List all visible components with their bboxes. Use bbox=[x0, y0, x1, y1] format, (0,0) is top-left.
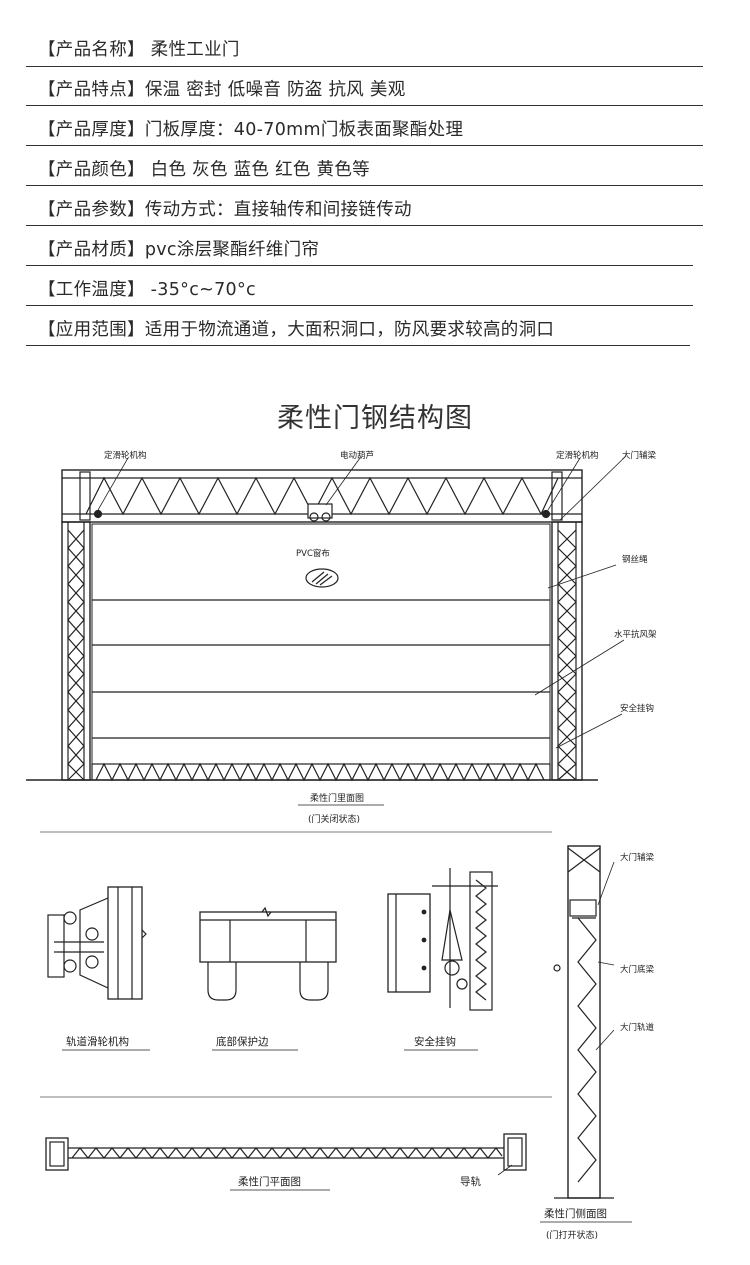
front-elevation bbox=[26, 455, 627, 782]
spec-divider bbox=[26, 345, 690, 346]
caption-track-pulley: 轨道滑轮机构 bbox=[66, 1035, 129, 1048]
spec-value: 门板厚度：40-70mm门板表面聚酯处理 bbox=[144, 120, 464, 140]
side-elevation bbox=[553, 845, 615, 1199]
spec-divider bbox=[26, 265, 693, 266]
spec-divider bbox=[26, 145, 703, 146]
label-pulley-left: 定滑轮机构 bbox=[104, 450, 147, 461]
label-wire-rope: 钢丝绳 bbox=[622, 554, 648, 565]
caption-safety-hook: 安全挂钩 bbox=[414, 1035, 456, 1048]
label-curtain: PVC窗布 bbox=[296, 548, 330, 559]
spec-key: 【应用范围】 bbox=[38, 320, 145, 340]
label-hoist: 电动葫芦 bbox=[340, 450, 374, 461]
spec-row-material: 【产品材质】pvc涂层聚酯纤维门帘 bbox=[38, 236, 319, 261]
spec-divider bbox=[26, 185, 703, 186]
detail-safety-hook bbox=[387, 868, 498, 1011]
detail-bottom-edge bbox=[199, 906, 337, 1001]
label-main-beam: 大门辅梁 bbox=[622, 450, 657, 461]
detail-track-pulley bbox=[47, 886, 147, 1000]
spec-row-thickness: 【产品厚度】门板厚度：40-70mm门板表面聚酯处理 bbox=[38, 116, 463, 141]
spec-value: 白色 灰色 蓝色 红色 黄色等 bbox=[144, 160, 370, 180]
label-pulley-right: 定滑轮机构 bbox=[556, 450, 599, 461]
spec-value: pvc涂层聚酯纤维门帘 bbox=[144, 240, 320, 260]
label-guide-rail: 导轨 bbox=[460, 1175, 481, 1188]
label-aux-beam: 大门辅梁 bbox=[620, 852, 655, 863]
spec-key: 【工作温度】 bbox=[38, 280, 145, 300]
spec-row-temperature: 【工作温度】 -35°c~70°c bbox=[38, 276, 256, 301]
diagram-title: 柔性门钢结构图 bbox=[277, 403, 473, 434]
spec-key: 【产品名称】 bbox=[38, 40, 145, 60]
label-wind-frame: 水平抗风架 bbox=[614, 629, 657, 640]
caption-front-state: (门关闭状态) bbox=[308, 813, 360, 825]
spec-key: 【产品厚度】 bbox=[38, 120, 145, 140]
caption-plan: 柔性门平面图 bbox=[238, 1175, 301, 1188]
spec-key: 【产品颜色】 bbox=[38, 160, 145, 180]
spec-key: 【产品特点】 bbox=[38, 80, 145, 100]
spec-row-name: 【产品名称】 柔性工业门 bbox=[38, 36, 240, 61]
spec-divider bbox=[26, 105, 703, 106]
caption-bottom-edge: 底部保护边 bbox=[216, 1035, 269, 1048]
spec-value: 传动方式：直接轴传和间接链传动 bbox=[144, 200, 412, 220]
spec-row-features: 【产品特点】保温 密封 低噪音 防盗 抗风 美观 bbox=[38, 76, 406, 101]
spec-key: 【产品参数】 bbox=[38, 200, 145, 220]
spec-value: 适用于物流通道，大面积洞口，防风要求较高的洞口 bbox=[144, 320, 555, 340]
caption-side: 柔性门侧面图 bbox=[544, 1207, 607, 1220]
spec-value: -35°c~70°c bbox=[144, 280, 256, 300]
label-safety-hook: 安全挂钩 bbox=[620, 703, 654, 714]
spec-divider bbox=[26, 305, 693, 306]
caption-front: 柔性门里面图 bbox=[310, 792, 364, 804]
spec-divider bbox=[26, 225, 703, 226]
spec-row-application: 【应用范围】适用于物流通道，大面积洞口，防风要求较高的洞口 bbox=[38, 316, 554, 341]
spec-value: 柔性工业门 bbox=[144, 40, 240, 60]
spec-key: 【产品材质】 bbox=[38, 240, 145, 260]
plan-view bbox=[45, 1133, 527, 1176]
spec-row-params: 【产品参数】传动方式：直接轴传和间接链传动 bbox=[38, 196, 412, 221]
label-bottom-beam: 大门底梁 bbox=[620, 964, 655, 975]
spec-value: 保温 密封 低噪音 防盗 抗风 美观 bbox=[144, 80, 406, 100]
label-track: 大门轨道 bbox=[620, 1022, 655, 1033]
caption-side-state: (门打开状态) bbox=[546, 1229, 598, 1241]
spec-divider bbox=[26, 66, 703, 67]
spec-row-colors: 【产品颜色】 白色 灰色 蓝色 红色 黄色等 bbox=[38, 156, 370, 181]
